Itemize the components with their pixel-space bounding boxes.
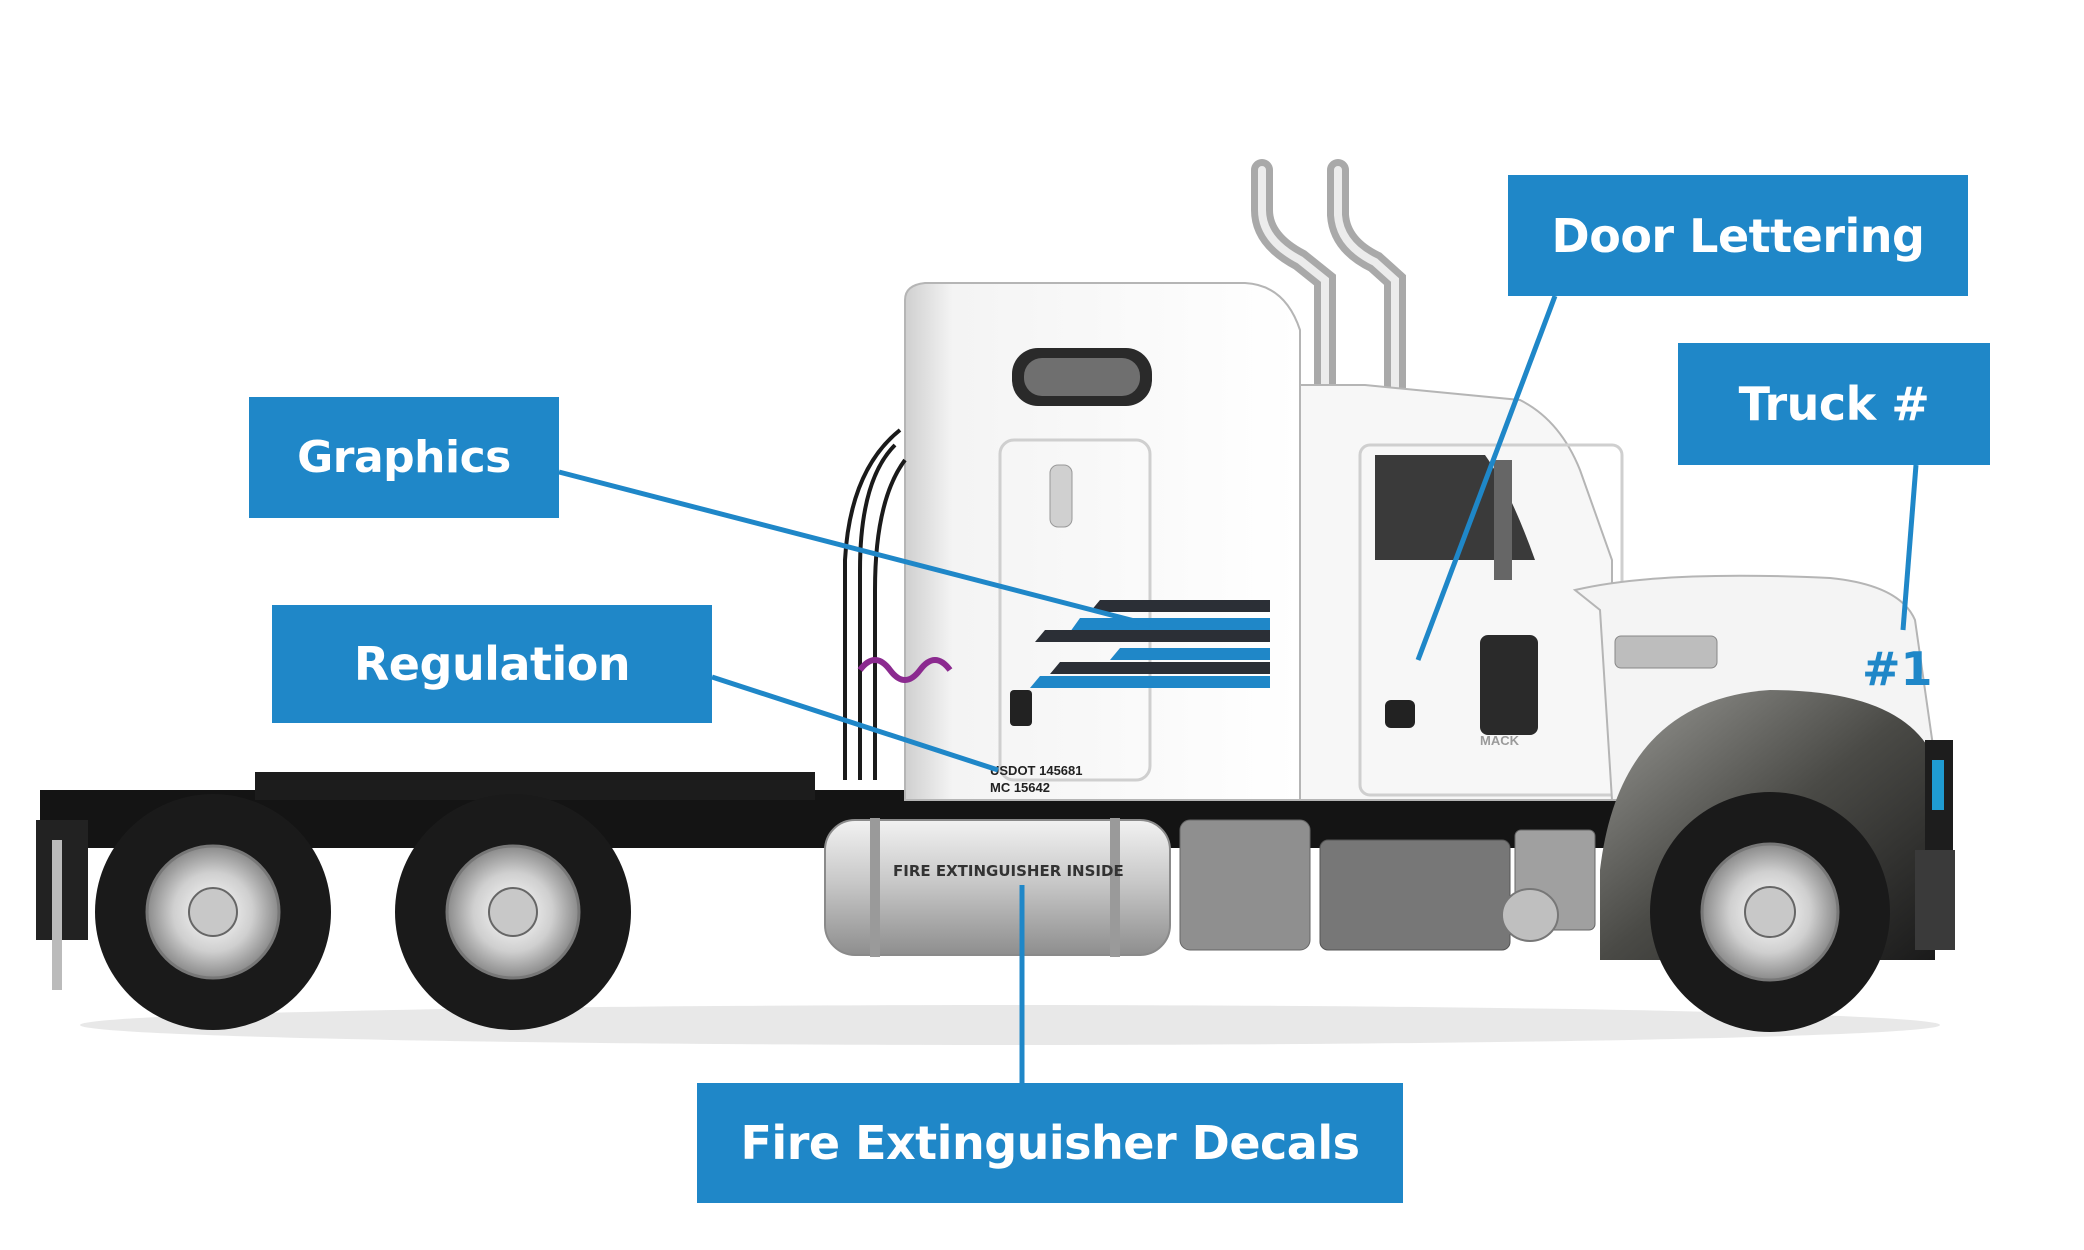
def-tank: [1319, 839, 1511, 951]
rear-wheel-2: [395, 794, 631, 1030]
front-wheel: [1650, 792, 1890, 1032]
truck-number-decal: #1: [1862, 642, 1933, 696]
fire-extinguisher-decals-callout: Fire Extinguisher Decals: [697, 1083, 1403, 1203]
purple-coil: [857, 657, 953, 683]
graphics-stripes: [1030, 600, 1270, 688]
mudflap-bracket: [52, 840, 62, 990]
graphics-callout: Graphics: [249, 397, 559, 518]
hood-vent: [1614, 635, 1718, 669]
leader-lines: [558, 295, 1919, 1083]
sleeper-door-handle: [1049, 464, 1073, 528]
battery-box: [1179, 819, 1311, 951]
air-lines: [843, 428, 907, 780]
air-tank: [1501, 888, 1559, 942]
step-panel: [1480, 635, 1538, 735]
rear-wheel-1: [95, 794, 331, 1030]
door-lettering-callout: Door Lettering: [1508, 175, 1968, 296]
door-lettering-leader: [1415, 295, 1558, 661]
truck-number-leader: [1900, 464, 1919, 631]
fuel-tank-strap-1: [870, 818, 880, 957]
regulation-callout: Regulation: [272, 605, 712, 723]
fuel-tank-strap-2: [1110, 818, 1120, 957]
fire-extinguisher-decal: FIRE EXTINGUISHER INSIDE: [893, 862, 1124, 880]
graphics-leader: [558, 469, 1151, 628]
mc-decal: MC 15642: [990, 780, 1050, 795]
regulation-leader: [711, 674, 999, 773]
fuel-tank: [824, 819, 1171, 956]
sleeper-window-glass: [1024, 358, 1140, 396]
usdot-decal: USDOT 145681: [990, 763, 1083, 778]
brand-badge: MACK: [1480, 733, 1520, 748]
exhaust-stacks: [1251, 159, 1406, 801]
ground-shadow: [80, 1005, 1940, 1045]
day-cab: [1299, 384, 1613, 801]
marker-light: [1932, 760, 1944, 810]
cab-door-handle: [1385, 700, 1415, 728]
fifth-wheel: [255, 772, 815, 800]
side-mirror: [1494, 460, 1512, 580]
front-bumper: [1915, 850, 1955, 950]
truck-number-callout: Truck #: [1678, 343, 1990, 465]
side-storage-latch: [1010, 690, 1032, 726]
